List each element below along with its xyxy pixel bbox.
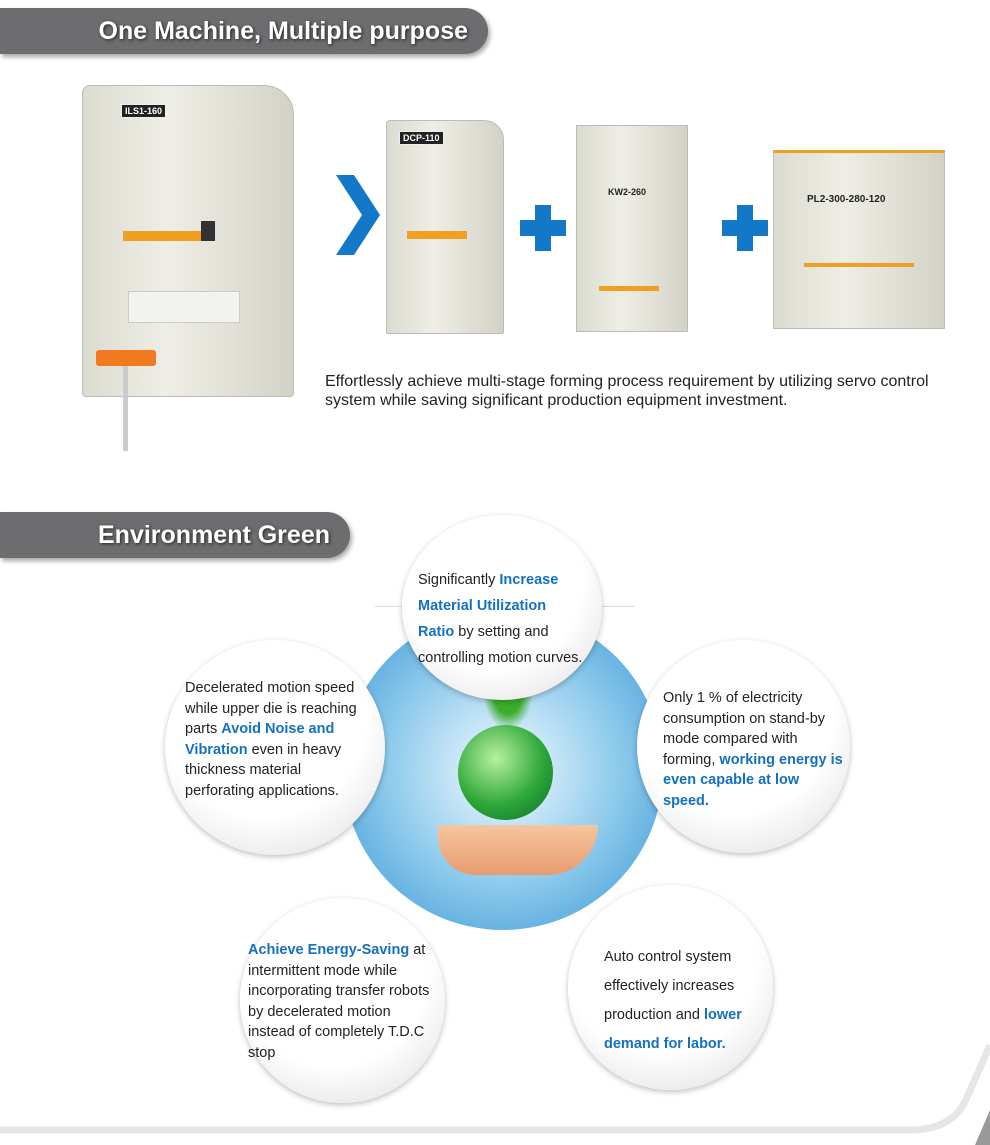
- section-description: Effortlessly achieve multi-stage forming…: [325, 373, 929, 409]
- section-banner-one-machine: One Machine, Multiple purpose: [0, 8, 488, 54]
- machine-ils1-160: ILS1-160: [82, 85, 294, 397]
- bubble-text: Only 1 % of electricity consumption on s…: [663, 690, 826, 768]
- machine-dcp-110: DCP-110: [386, 120, 504, 334]
- bubble-text: Auto control system effectively increase…: [604, 949, 735, 1023]
- hand: [438, 825, 598, 875]
- chevron-right-icon: [336, 175, 380, 255]
- bubble-highlight: working energy is even capable at low sp…: [663, 751, 843, 809]
- page-frame-corner: [0, 1043, 990, 1145]
- bubble-text: Decelerated motion speed while upper die…: [185, 680, 357, 737]
- plus-icon: [520, 205, 566, 251]
- bubble-material-utilization: Significantly Increase Material Utilizat…: [402, 515, 602, 700]
- pedal-post: [123, 366, 128, 451]
- bubble-highlight: Increase Material Utilization Ratio: [418, 572, 559, 640]
- bubble-highlight: lower demand for labor.: [604, 1007, 742, 1052]
- machine-model-label: ILS1-160: [121, 104, 167, 118]
- plus-icon: [722, 205, 768, 251]
- bubble-highlight: Avoid Noise and Vibration: [185, 721, 335, 758]
- bubble-text: Significantly: [418, 572, 500, 588]
- section-title: One Machine, Multiple purpose: [98, 17, 468, 45]
- machine-model-label: DCP-110: [399, 131, 444, 145]
- machine-model-label: KW2-260: [608, 187, 647, 197]
- machine-kw2-260: KW2-260: [576, 125, 688, 332]
- section-banner-environment-green: Environment Green: [0, 512, 350, 558]
- earth-globe: [458, 725, 553, 820]
- bubble-text: at intermittent mode while incorporating…: [248, 942, 430, 1061]
- pedal-stand: [96, 350, 156, 366]
- bubble-labor: Auto control system effectively increase…: [568, 885, 773, 1090]
- section-title: Environment Green: [98, 521, 330, 549]
- bubble-text: even in heavy thickness material perfora…: [185, 741, 342, 799]
- bubble-electricity: Only 1 % of electricity consumption on s…: [637, 640, 850, 853]
- machine-pl2-300-280-120: PL2-300-280-120: [773, 150, 945, 329]
- bubble-text: by setting and controlling motion curves…: [418, 624, 583, 666]
- bubble-noise-vibration: Decelerated motion speed while upper die…: [165, 640, 385, 855]
- bubble-energy-saving: Achieve Energy-Saving at intermittent mo…: [240, 898, 445, 1103]
- bubble-highlight: Achieve Energy-Saving: [248, 942, 410, 958]
- machine-model-label: PL2-300-280-120: [807, 194, 886, 205]
